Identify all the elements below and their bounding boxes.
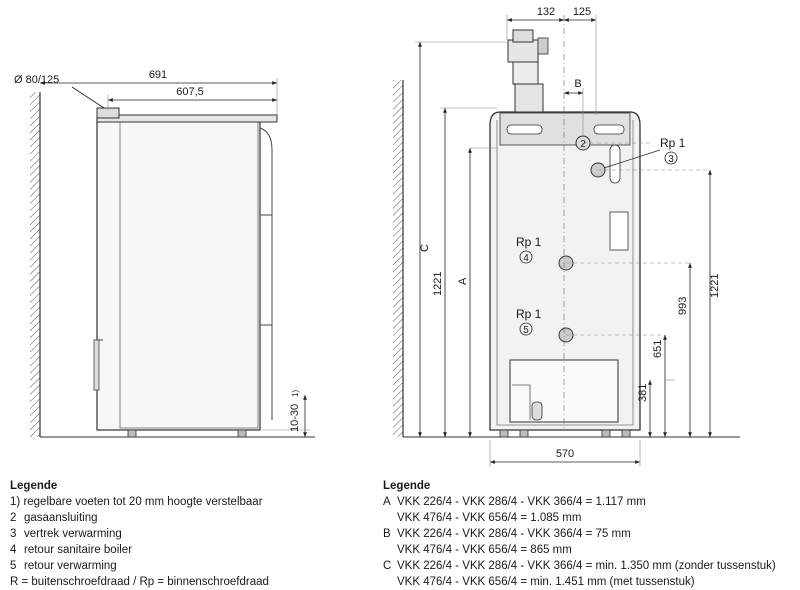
legend-item: C VKK 226/4 - VKK 286/4 - VKK 366/4 = min… bbox=[383, 558, 776, 574]
flue-pipe bbox=[507, 29, 549, 113]
dim-feet-note: 1) bbox=[291, 390, 300, 397]
legend-item: 3 vertrek verwarming bbox=[10, 526, 269, 542]
wall-hatch-right bbox=[393, 80, 403, 437]
dim-feet-adjust: 10-30 bbox=[289, 404, 301, 432]
legend-item: VKK 476/4 - VKK 656/4 = min. 1.451 mm (m… bbox=[383, 574, 776, 590]
dim-a: A bbox=[457, 277, 469, 285]
conn-3-label: 3 bbox=[668, 154, 674, 165]
legend-key: C bbox=[383, 560, 392, 572]
dimension-drawing: 691 607,5 Ø 80/125 10-30 1) bbox=[14, 6, 740, 467]
dim-c: C bbox=[419, 244, 431, 252]
legend-text: retour sanitaire boiler bbox=[24, 544, 133, 556]
side-view: 691 607,5 Ø 80/125 10-30 1) bbox=[14, 69, 315, 438]
dim-1221-right: 1221 bbox=[709, 274, 721, 298]
legend-footer: R = buitenschroefdraad / Rp = binnenschr… bbox=[10, 576, 269, 588]
legend-item: 4 retour sanitaire boiler bbox=[10, 542, 269, 558]
legend-item: 2 gasaansluiting bbox=[10, 510, 269, 526]
boiler-rear-body bbox=[489, 111, 641, 431]
legend-item: B VKK 226/4 - VKK 286/4 - VKK 366/4 = 75 … bbox=[383, 526, 776, 542]
legend-key: A bbox=[383, 496, 391, 508]
legend-left: Legende 1) regelbare voeten tot 20 mm ho… bbox=[10, 478, 269, 590]
legend-item: VKK 476/4 - VKK 656/4 = 865 mm bbox=[383, 542, 776, 558]
dim-125: 125 bbox=[573, 6, 591, 18]
conn-4-thread: Rp 1 bbox=[516, 235, 542, 249]
conn-3-thread: Rp 1 bbox=[660, 136, 686, 150]
conn-5-thread: Rp 1 bbox=[516, 307, 542, 321]
dim-unit-depth: 607,5 bbox=[176, 86, 204, 98]
flue-diameter-label: Ø 80/125 bbox=[14, 74, 59, 86]
dim-381: 381 bbox=[637, 384, 649, 402]
legend-text: VKK 476/4 - VKK 656/4 = 865 mm bbox=[397, 544, 572, 556]
conn-4-label: 4 bbox=[523, 253, 529, 264]
legend-text: retour verwarming bbox=[24, 560, 117, 572]
legend-key: 5 bbox=[10, 560, 17, 572]
dim-overall-depth: 691 bbox=[149, 69, 167, 81]
conn-5-label: 5 bbox=[523, 325, 529, 336]
conn-2-label: 2 bbox=[580, 139, 586, 150]
dim-132: 132 bbox=[537, 6, 555, 18]
rear-view: 132 125 B C 1221 A 651 993 1221 381 570 … bbox=[393, 6, 740, 467]
legend-text: VKK 476/4 - VKK 656/4 = min. 1.451 mm (m… bbox=[397, 576, 695, 588]
legend-item: 5 retour verwarming bbox=[10, 558, 269, 574]
legend-text: VKK 226/4 - VKK 286/4 - VKK 366/4 = 75 m… bbox=[397, 528, 631, 540]
dim-993: 993 bbox=[677, 297, 689, 315]
boiler-side-body bbox=[96, 117, 261, 431]
dim-651: 651 bbox=[652, 340, 664, 358]
legend-text: VKK 226/4 - VKK 286/4 - VKK 366/4 = min.… bbox=[397, 560, 776, 572]
legend-item: 1) regelbare voeten tot 20 mm hoogte ver… bbox=[10, 494, 269, 510]
legend-text: gasaansluiting bbox=[24, 512, 98, 524]
legend-text: regelbare voeten tot 20 mm hoogte verste… bbox=[23, 496, 263, 508]
legend-text: VKK 226/4 - VKK 286/4 - VKK 366/4 = 1.11… bbox=[397, 496, 646, 508]
dim-570: 570 bbox=[556, 448, 574, 460]
legend-left-title: Legende bbox=[10, 480, 58, 492]
legend-key: B bbox=[383, 528, 391, 540]
legend-key: 4 bbox=[10, 544, 17, 556]
legend-item: VKK 476/4 - VKK 656/4 = 1.085 mm bbox=[383, 510, 776, 526]
legend-right: Legende A VKK 226/4 - VKK 286/4 - VKK 366… bbox=[383, 478, 776, 590]
legend-item: A VKK 226/4 - VKK 286/4 - VKK 366/4 = 1.1… bbox=[383, 494, 776, 510]
dim-b: B bbox=[574, 78, 581, 90]
legend-text: vertrek verwarming bbox=[24, 528, 122, 540]
dim-1221-left: 1221 bbox=[432, 272, 444, 296]
legend-key: 1) bbox=[10, 496, 21, 508]
legend-key: 3 bbox=[10, 528, 17, 540]
legend-right-title: Legende bbox=[383, 480, 431, 492]
wall-hatch-left bbox=[30, 92, 40, 437]
legend-text: VKK 476/4 - VKK 656/4 = 1.085 mm bbox=[397, 512, 582, 524]
legend-key: 2 bbox=[10, 512, 17, 524]
